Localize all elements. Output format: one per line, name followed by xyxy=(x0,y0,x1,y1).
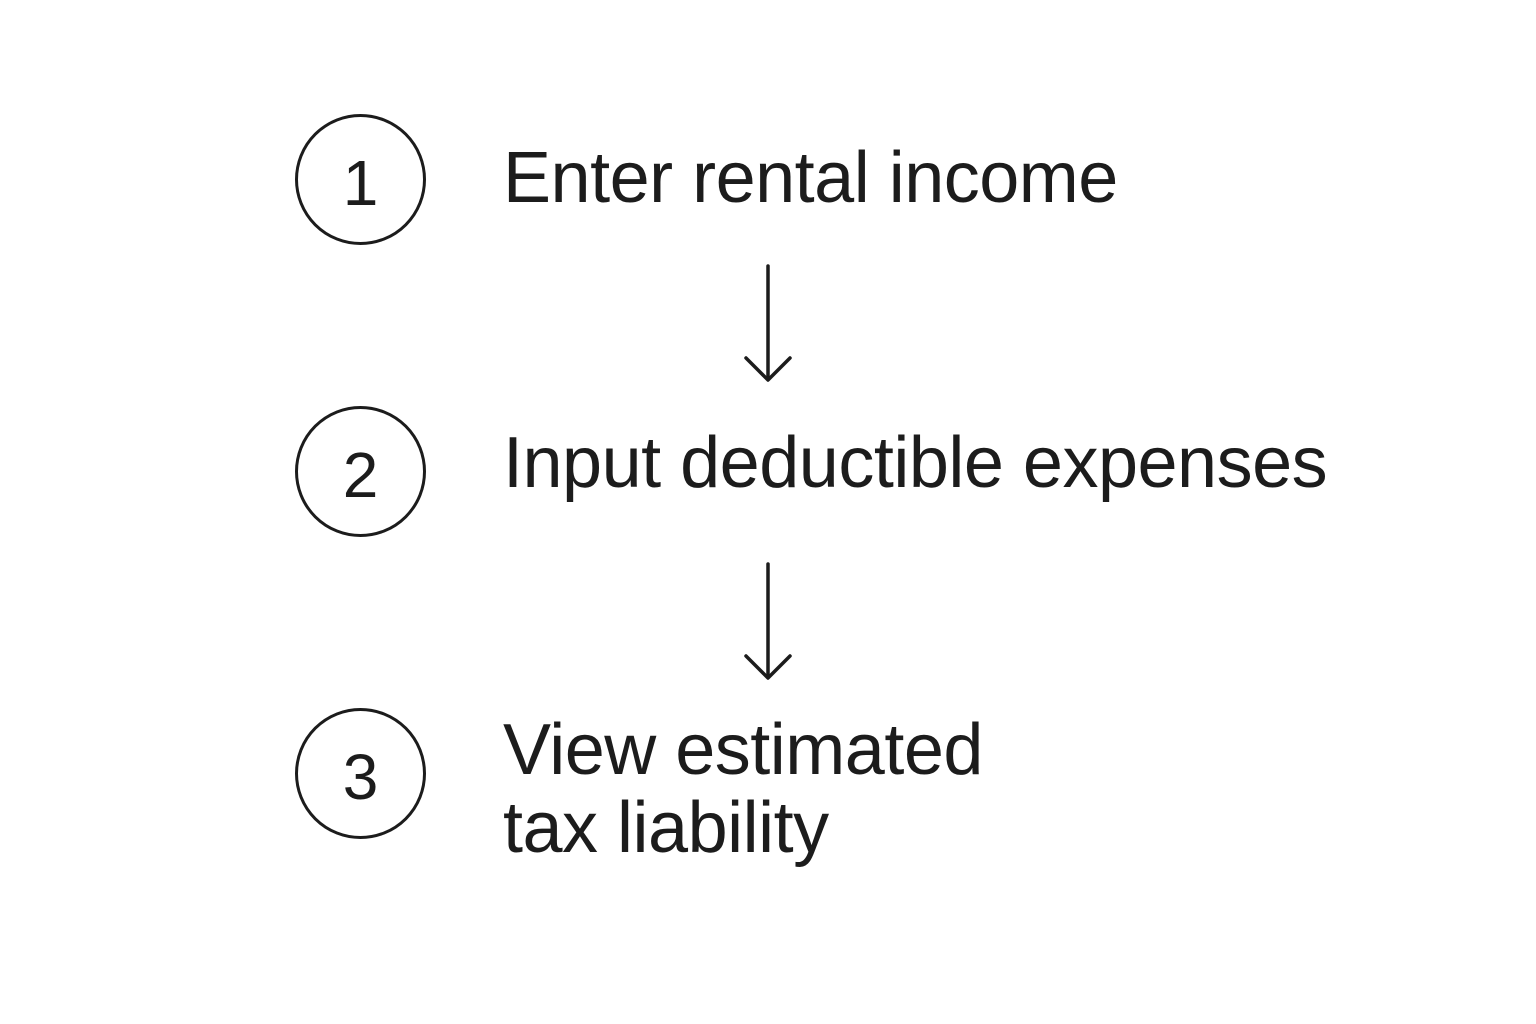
step-2-label-line-1: Input deductible expenses xyxy=(503,423,1328,503)
step-2-label: Input deductible expenses xyxy=(503,423,1328,503)
step-3-label-line-2: tax liability xyxy=(503,788,829,868)
step-3-label-line-1: View estimated xyxy=(503,710,983,790)
step-2-number: 2 xyxy=(342,438,379,511)
step-2-number-circle: 2 xyxy=(295,406,426,537)
step-3-number-circle: 3 xyxy=(295,708,426,839)
arrow-down-icon xyxy=(738,264,798,390)
step-1-label-line-1: Enter rental income xyxy=(503,138,1118,218)
arrow-down-icon xyxy=(738,562,798,688)
step-1-number-circle: 1 xyxy=(295,114,426,245)
step-3-number: 3 xyxy=(342,740,379,813)
step-3-label: View estimated tax liability xyxy=(503,711,983,867)
step-1-number: 1 xyxy=(342,146,379,219)
step-1-label: Enter rental income xyxy=(503,139,1118,217)
